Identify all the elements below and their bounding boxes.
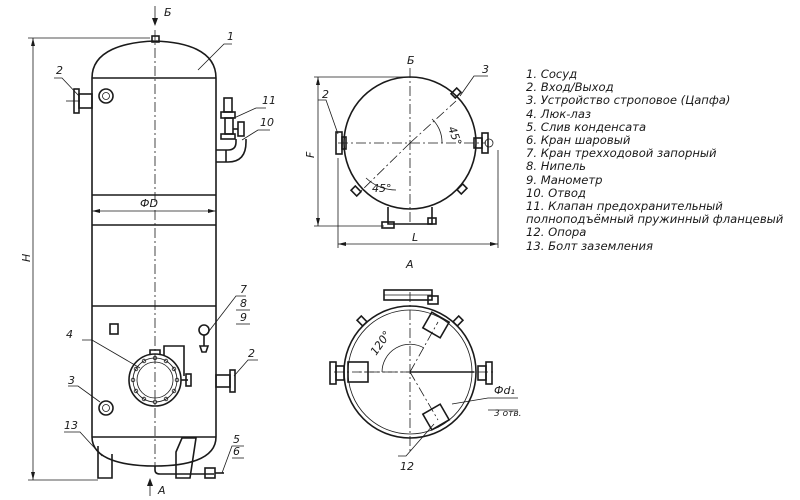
view-b-angle-45-lower: 45° [372, 182, 392, 195]
height-dimension: H [20, 37, 150, 481]
legend-item: 13. Болт заземления [526, 238, 653, 253]
view-a-title: А [405, 258, 414, 271]
view-arrow-a-label: А [157, 484, 166, 497]
legend-item: 9. Манометр [526, 172, 603, 187]
parts-legend: 1. Сосуд 2. Вход/Выход 3. Устройство стр… [526, 67, 800, 253]
callout-12: 12 [400, 460, 414, 473]
view-arrow-b: Б [152, 6, 172, 26]
legend-item: 10. Отвод [526, 185, 586, 200]
callout-13: 13 [64, 419, 78, 432]
callout-3-side: 3 [68, 374, 75, 387]
side-view-callouts: 1 2 11 10 4 7 8 9 2 3 13 5 6 [54, 30, 276, 474]
vessel-side-view: ФD [91, 30, 217, 470]
callout-10: 10 [260, 116, 274, 129]
manometer-assembly [198, 324, 210, 353]
legend-item: 6. Кран шаровый [526, 133, 631, 148]
manway-bolt-ring [130, 355, 180, 405]
legend-item: 11. Клапан предохранительный полноподъём… [526, 199, 784, 227]
view-b-angle-45-upper: 45° [445, 125, 464, 148]
view-arrow-b-label: Б [164, 6, 172, 19]
hole-diameter-label: Фd₁ [494, 384, 515, 397]
legend-item: 8. Нипель [526, 159, 586, 174]
diameter-dim-label: ФD [140, 197, 158, 210]
callout-11: 11 [262, 94, 276, 107]
legend-item: 3. Устройство строповое (Цапфа) [526, 93, 731, 108]
callout-5: 5 [233, 433, 240, 446]
callout-9: 9 [240, 311, 247, 324]
callout-1: 1 [227, 30, 234, 43]
view-b-title: Б [407, 54, 415, 67]
callout-4: 4 [66, 328, 73, 341]
safety-valve-assembly [216, 97, 247, 163]
manway-hatch [109, 323, 192, 407]
legend-item: 4. Люк-лаз [526, 106, 592, 121]
callout-3-view-b: 3 [482, 63, 489, 76]
length-l-dim-label: L [412, 231, 418, 244]
view-a: А 120° Фd₁ 3 отв. 12 [329, 258, 522, 473]
lifting-trunnion-bottom [98, 400, 114, 416]
legend-item: 2. Вход/Выход [526, 80, 614, 95]
view-arrow-a: А [147, 478, 166, 497]
callout-7: 7 [240, 283, 247, 296]
height-dim-label: H [20, 254, 33, 262]
width-f-dim-label: F [304, 151, 317, 158]
callout-2-view-b: 2 [322, 88, 329, 101]
legend-item: 1. Сосуд [526, 67, 578, 81]
vessel-supports [97, 437, 224, 479]
inlet-outlet-nozzle-left [66, 88, 93, 114]
callout-2-side-top: 2 [56, 64, 63, 77]
hole-count-label: 3 отв. [494, 409, 522, 419]
inlet-outlet-nozzle-right [215, 369, 236, 393]
view-b: Б 45° 45° F L 3 [304, 54, 499, 248]
legend-item: 5. Слив конденсата [526, 119, 647, 134]
callout-2-side-bottom: 2 [248, 347, 255, 360]
legend-item: 12. Опора [526, 225, 587, 240]
callout-6: 6 [233, 445, 240, 458]
callout-8: 8 [240, 297, 247, 310]
legend-item: 7. Кран трехходовой запорный [526, 146, 717, 161]
lifting-trunnion-top [98, 88, 114, 104]
